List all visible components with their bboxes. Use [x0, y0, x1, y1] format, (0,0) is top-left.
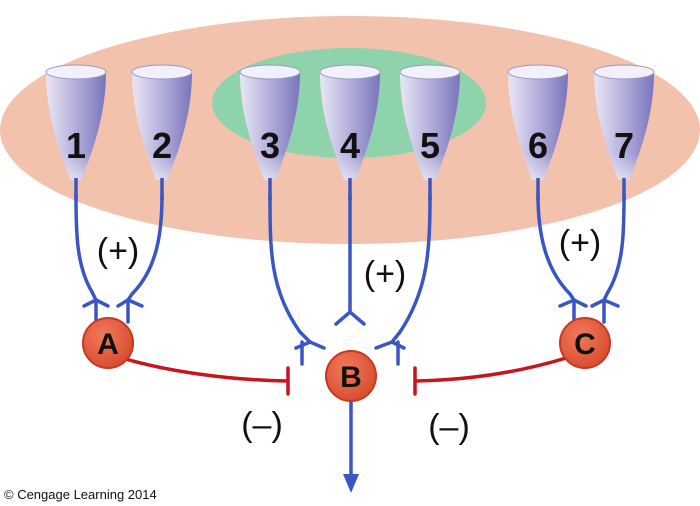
receptor-4-label: 4: [340, 125, 360, 166]
synapse-4: [334, 309, 366, 326]
synapse-1: [82, 298, 110, 324]
inhibitory-connections: [120, 356, 568, 396]
node-c: C: [559, 317, 611, 369]
excitatory-sign-left: (+): [97, 232, 140, 270]
synapse-6: [558, 298, 588, 324]
receptor-6-label: 6: [528, 125, 548, 166]
axon-7: [602, 193, 626, 302]
axon-3: [268, 193, 312, 344]
inhibitory-sign-left: (–): [241, 406, 283, 444]
inhibitory-sign-right: (–): [428, 408, 470, 446]
receptor-1: 1: [45, 64, 107, 200]
receptor-5: 5: [399, 64, 461, 200]
node-b: B: [325, 350, 377, 402]
axon-5: [390, 193, 432, 344]
node-a-circle: [82, 317, 134, 369]
receptor-6-highlight: [508, 72, 568, 180]
receptor-4-opening: [319, 64, 381, 80]
synapse-3: [294, 340, 326, 366]
receptor-7-opening: [593, 64, 655, 80]
excitatory-connections: [74, 193, 626, 480]
node-b-label: B: [340, 361, 362, 394]
node-a-label: A: [97, 328, 119, 361]
receptor-5-highlight: [400, 72, 460, 180]
receptor-2: 2: [131, 64, 193, 200]
receptor-1-highlight: [46, 72, 106, 180]
receptor-4-highlight: [320, 72, 380, 180]
inhibitory-line-a: [120, 356, 289, 383]
receptor-5-opening: [399, 64, 461, 80]
receptor-2-label: 2: [152, 125, 172, 166]
receptor-3-highlight: [240, 72, 300, 180]
copyright-credit: © Cengage Learning 2014: [4, 487, 157, 502]
receptor-7: 7: [593, 64, 655, 200]
receptor-1-opening: [45, 64, 107, 80]
receptor-3-label: 3: [260, 125, 280, 166]
node-a: A: [82, 317, 134, 369]
output-arrowhead: [343, 474, 359, 493]
receptor-2-highlight: [132, 72, 192, 180]
receptor-layer: 1 2 3 4 5 6 7: [45, 64, 655, 200]
receptor-1-label: 1: [66, 125, 86, 166]
synapse-7: [590, 298, 620, 324]
inhibitory-line-c: [414, 356, 568, 383]
receptor-3: 3: [239, 64, 301, 200]
axon-6: [536, 193, 576, 302]
excitatory-sign-right: (+): [559, 224, 602, 262]
receptor-6-opening: [507, 64, 569, 80]
node-c-label: C: [574, 328, 596, 361]
receptor-2-opening: [131, 64, 193, 80]
excitatory-sign-center: (+): [364, 255, 407, 293]
receptor-7-highlight: [594, 72, 654, 180]
receptor-3-opening: [239, 64, 301, 80]
synapse-5: [374, 340, 406, 366]
axon-2: [126, 193, 164, 302]
node-c-circle: [559, 317, 611, 369]
receptor-5-label: 5: [420, 125, 440, 166]
node-b-circle: [325, 350, 377, 402]
axon-1: [74, 193, 98, 302]
receptor-4: 4: [319, 64, 381, 200]
synapse-2: [116, 298, 144, 324]
receptor-7-label: 7: [614, 125, 634, 166]
receptor-6: 6: [507, 64, 569, 200]
